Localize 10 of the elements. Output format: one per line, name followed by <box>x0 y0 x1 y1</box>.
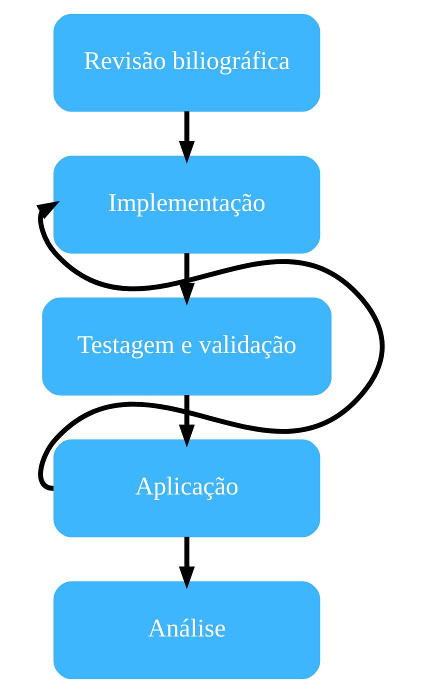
arrow <box>36 200 384 491</box>
arrow <box>178 111 194 164</box>
node-box: Revisão biliográfica <box>53 14 320 112</box>
node-box: Aplicação <box>53 439 320 538</box>
arrow <box>178 394 194 448</box>
node-box: Testagem e validação <box>42 298 332 396</box>
node-box: Análise <box>53 581 320 680</box>
arrow <box>178 536 194 590</box>
node-box: Implementação <box>53 156 320 254</box>
arrow <box>178 253 194 306</box>
